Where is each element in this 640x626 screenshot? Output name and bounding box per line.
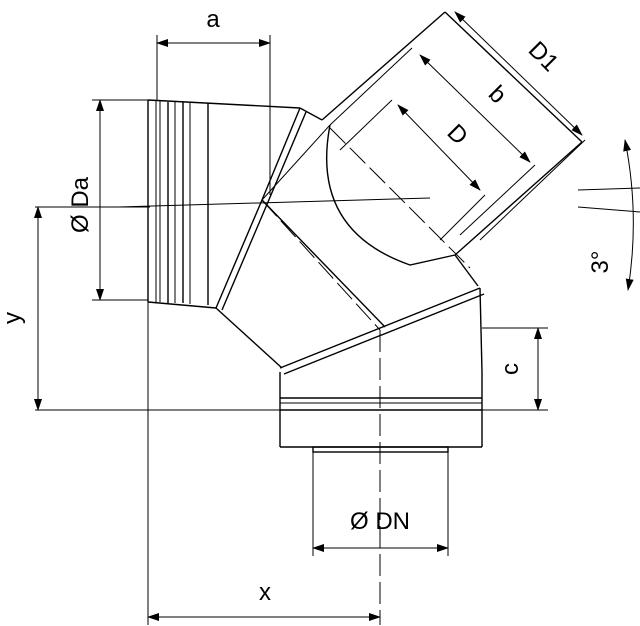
label-y: y bbox=[0, 312, 26, 324]
label-da: Ø Da bbox=[67, 176, 94, 233]
label-angle: 3° bbox=[587, 251, 614, 274]
elbow-body bbox=[117, 11, 583, 375]
label-dn: Ø DN bbox=[350, 508, 410, 535]
dimension-da bbox=[92, 99, 148, 301]
dimension-d1-b-d bbox=[329, 11, 586, 241]
centerlines bbox=[35, 127, 471, 625]
dimension-dn bbox=[312, 452, 449, 556]
dimension-angle bbox=[577, 139, 640, 291]
dimension-c bbox=[482, 327, 548, 411]
left-socket bbox=[147, 99, 301, 309]
bottom-socket bbox=[279, 372, 483, 453]
label-d: D bbox=[442, 119, 473, 150]
dimension-a bbox=[156, 35, 271, 195]
label-x: x bbox=[259, 579, 271, 606]
label-b: b bbox=[483, 80, 512, 109]
label-a: a bbox=[206, 6, 220, 33]
label-c: c bbox=[497, 363, 524, 375]
label-d1: D1 bbox=[523, 36, 564, 77]
